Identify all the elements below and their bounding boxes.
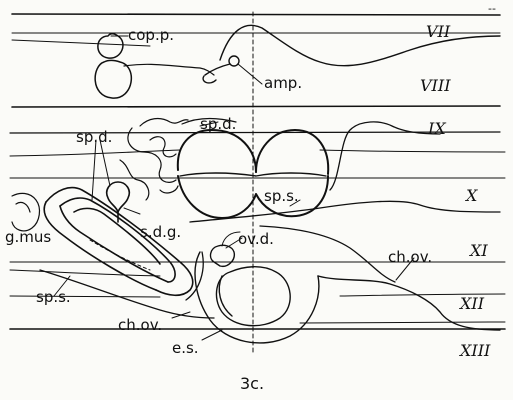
figure-caption: 3c. — [240, 376, 264, 392]
label-sp-s-center: sp.s. — [264, 189, 299, 204]
ampulla-region — [203, 25, 500, 83]
segment-label-x: X — [466, 188, 477, 204]
segment-label-xii: XII — [460, 296, 484, 312]
corner-mark: -- — [488, 3, 496, 14]
label-cop-p: cop.p. — [128, 28, 174, 43]
label-sp-d-left: sp.d. — [76, 130, 112, 145]
label-amp: amp. — [264, 76, 302, 91]
segment-boundaries — [10, 14, 505, 329]
label-e-s: e.s. — [172, 341, 199, 356]
genital-muscle — [12, 193, 39, 231]
segment-label-viii: VIII — [420, 78, 451, 94]
oviduct-granule — [211, 232, 240, 266]
label-ch-ov-lower: ch.ov. — [118, 318, 162, 333]
segment-label-vii: VII — [426, 24, 450, 40]
segment-label-xiii: XIII — [460, 343, 490, 359]
label-g-mus: g.mus — [5, 230, 51, 245]
label-sp-s-left: sp.s. — [36, 290, 71, 305]
label-ov-d: ov.d. — [238, 232, 274, 247]
seminal-duct-gland — [107, 182, 130, 222]
label-sp-d-upper: sp.d. — [200, 117, 236, 132]
segment-label-ix: IX — [428, 121, 446, 137]
label-ch-ov-right: ch.ov. — [388, 250, 432, 265]
label-s-d-g: s.d.g. — [140, 225, 181, 240]
segment-label-xi: XI — [470, 243, 488, 259]
